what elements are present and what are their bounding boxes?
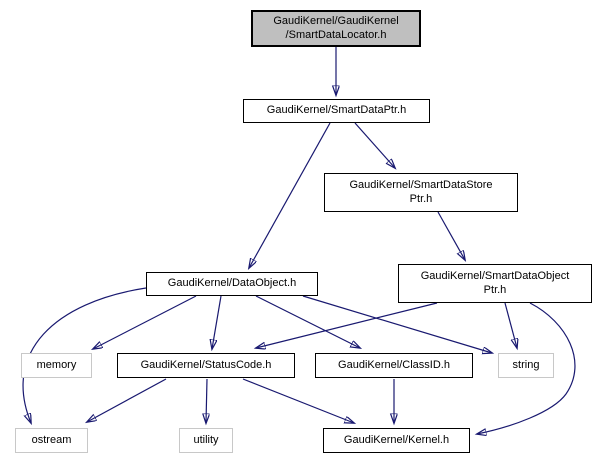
node-statuscode[interactable]: GaudiKernel/StatusCode.h [117, 353, 295, 378]
edge-dataobject-ostream [22, 287, 147, 423]
edge-dataobject-string [302, 295, 492, 353]
node-utility: utility [179, 428, 233, 453]
edge-statuscode-utility [206, 378, 207, 423]
edge-smartdatastoreptr-smartdataobjectptr [437, 211, 465, 260]
node-kernel[interactable]: GaudiKernel/Kernel.h [323, 428, 470, 453]
node-memory: memory [21, 353, 92, 378]
edge-smartdataobjectptr-statuscode [256, 302, 438, 348]
edge-smartdataobjectptr-string [504, 302, 517, 348]
edge-smartdataptr-smartdatastoreptr [354, 122, 395, 168]
node-ostream: ostream [15, 428, 88, 453]
edge-statuscode-ostream [87, 378, 167, 422]
edge-dataobject-classid [255, 295, 360, 348]
node-smartdataptr[interactable]: GaudiKernel/SmartDataPtr.h [243, 99, 430, 123]
edge-smartdataptr-dataobject [249, 122, 331, 268]
node-string: string [498, 353, 554, 378]
node-classid[interactable]: GaudiKernel/ClassID.h [315, 353, 473, 378]
node-smartdataobjectptr[interactable]: GaudiKernel/SmartDataObject Ptr.h [398, 264, 592, 303]
edge-dataobject-statuscode [212, 295, 222, 349]
node-smartdatalocator: GaudiKernel/GaudiKernel /SmartDataLocato… [251, 10, 421, 47]
edge-dataobject-memory [93, 295, 197, 349]
edge-smartdataobjectptr-kernel [477, 302, 576, 434]
node-smartdatastoreptr[interactable]: GaudiKernel/SmartDataStore Ptr.h [324, 173, 518, 212]
edge-statuscode-kernel [242, 378, 354, 423]
node-dataobject[interactable]: GaudiKernel/DataObject.h [146, 272, 318, 296]
